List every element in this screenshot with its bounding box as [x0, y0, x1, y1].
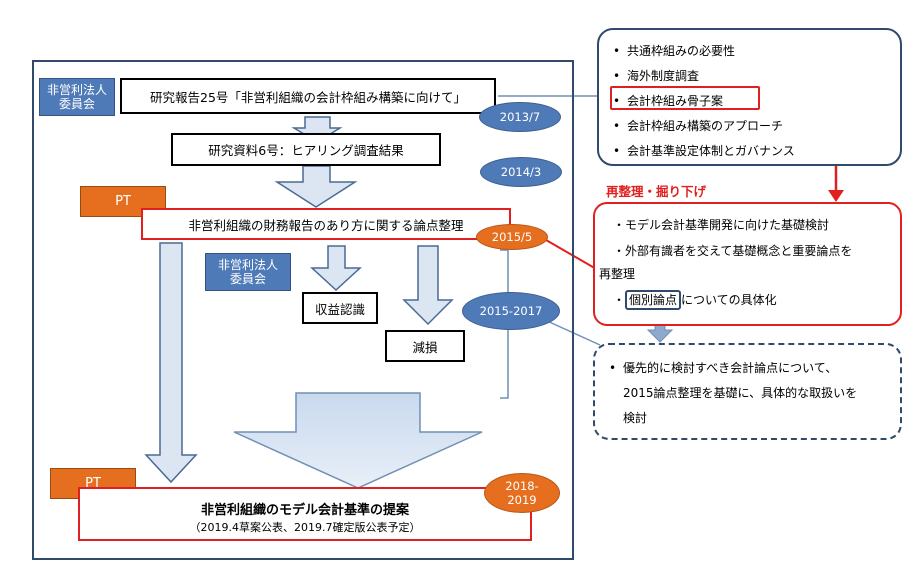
committee-tag-top: 非営利法人 委員会	[39, 78, 115, 116]
rearrange-line-3: 再整理	[599, 267, 636, 281]
issues-box: 非営利組織の財務報告のあり方に関する論点整理	[141, 208, 511, 240]
to-impairment-arrow	[402, 245, 454, 326]
report-25-box: 研究報告25号「非営利組織の会計枠組み構築に向けて」	[120, 78, 496, 114]
topic-item-4: •会計枠組み構築のアプローチ	[613, 119, 784, 133]
revenue-recognition-box: 収益認識	[302, 292, 378, 324]
rearrange-line-1: ・モデル会計基準開発に向けた基礎検討	[613, 218, 830, 232]
proposal-title: 非営利組織のモデル会計基準の提案	[200, 503, 409, 518]
priority-line-1: •優先的に検討すべき会計論点について、	[609, 361, 838, 375]
to-revenue-arrow	[310, 245, 362, 292]
date-2018-2019: 2018- 2019	[484, 473, 560, 513]
proposal-subtitle: （2019.4草案公表、2019.7確定版公表予定）	[189, 521, 421, 534]
skeleton-to-repanel-arrowhead	[828, 190, 844, 202]
framework-topics-panel: •共通枠組みの必要性 •海外制度調査 •会計枠組み骨子案 •会計枠組み構築のアプ…	[597, 28, 902, 166]
priority-line-3: 検討	[623, 411, 648, 425]
material-6-box: 研究資料6号：ヒアリング調査結果	[171, 133, 441, 166]
topic-item-5: •会計基準設定体制とガバナンス	[613, 144, 795, 158]
priority-issues-panel: •優先的に検討すべき会計論点について、 2015論点整理を基礎に、具体的な取扱い…	[593, 343, 902, 440]
detail-issues-highlight: 個別論点	[625, 290, 682, 310]
date-2015-5: 2015/5	[476, 224, 548, 250]
topic-item-3: •会計枠組み骨子案	[613, 94, 724, 108]
committee-tag-mid: 非営利法人 委員会	[205, 253, 291, 291]
date-2013-7: 2013/7	[479, 102, 561, 132]
impairment-box: 減損	[385, 330, 465, 362]
rearrange-line-2: ・外部有識者を交えて基礎概念と重要論点を	[613, 244, 853, 258]
skeleton-highlight	[610, 86, 760, 110]
rearrange-heading: 再整理・掘り下げ	[606, 184, 707, 199]
date-2014-3: 2014/3	[480, 157, 562, 187]
proposal-box: 非営利組織のモデル会計基準の提案 （2019.4草案公表、2019.7確定版公表…	[78, 487, 532, 541]
priority-line-2: 2015論点整理を基礎に、具体的な取扱いを	[623, 386, 858, 400]
topic-item-1: •共通枠組みの必要性	[613, 44, 736, 58]
date-2018-line1: 2018-	[505, 479, 539, 493]
rearrange-line-4: ・個別論点についての具体化	[613, 290, 777, 310]
rearrange-panel: ・モデル会計基準開発に向けた基礎検討 ・外部有識者を交えて基礎概念と重要論点を …	[593, 202, 902, 326]
topic-item-2: •海外制度調査	[613, 69, 700, 83]
big-down-arrow	[233, 392, 483, 489]
long-left-arrow	[144, 242, 198, 484]
material-to-issues-arrow	[274, 165, 358, 208]
date-2015-2017: 2015-2017	[462, 292, 560, 330]
process-frame	[32, 60, 574, 560]
date-2018-line2: 2019	[507, 493, 537, 507]
